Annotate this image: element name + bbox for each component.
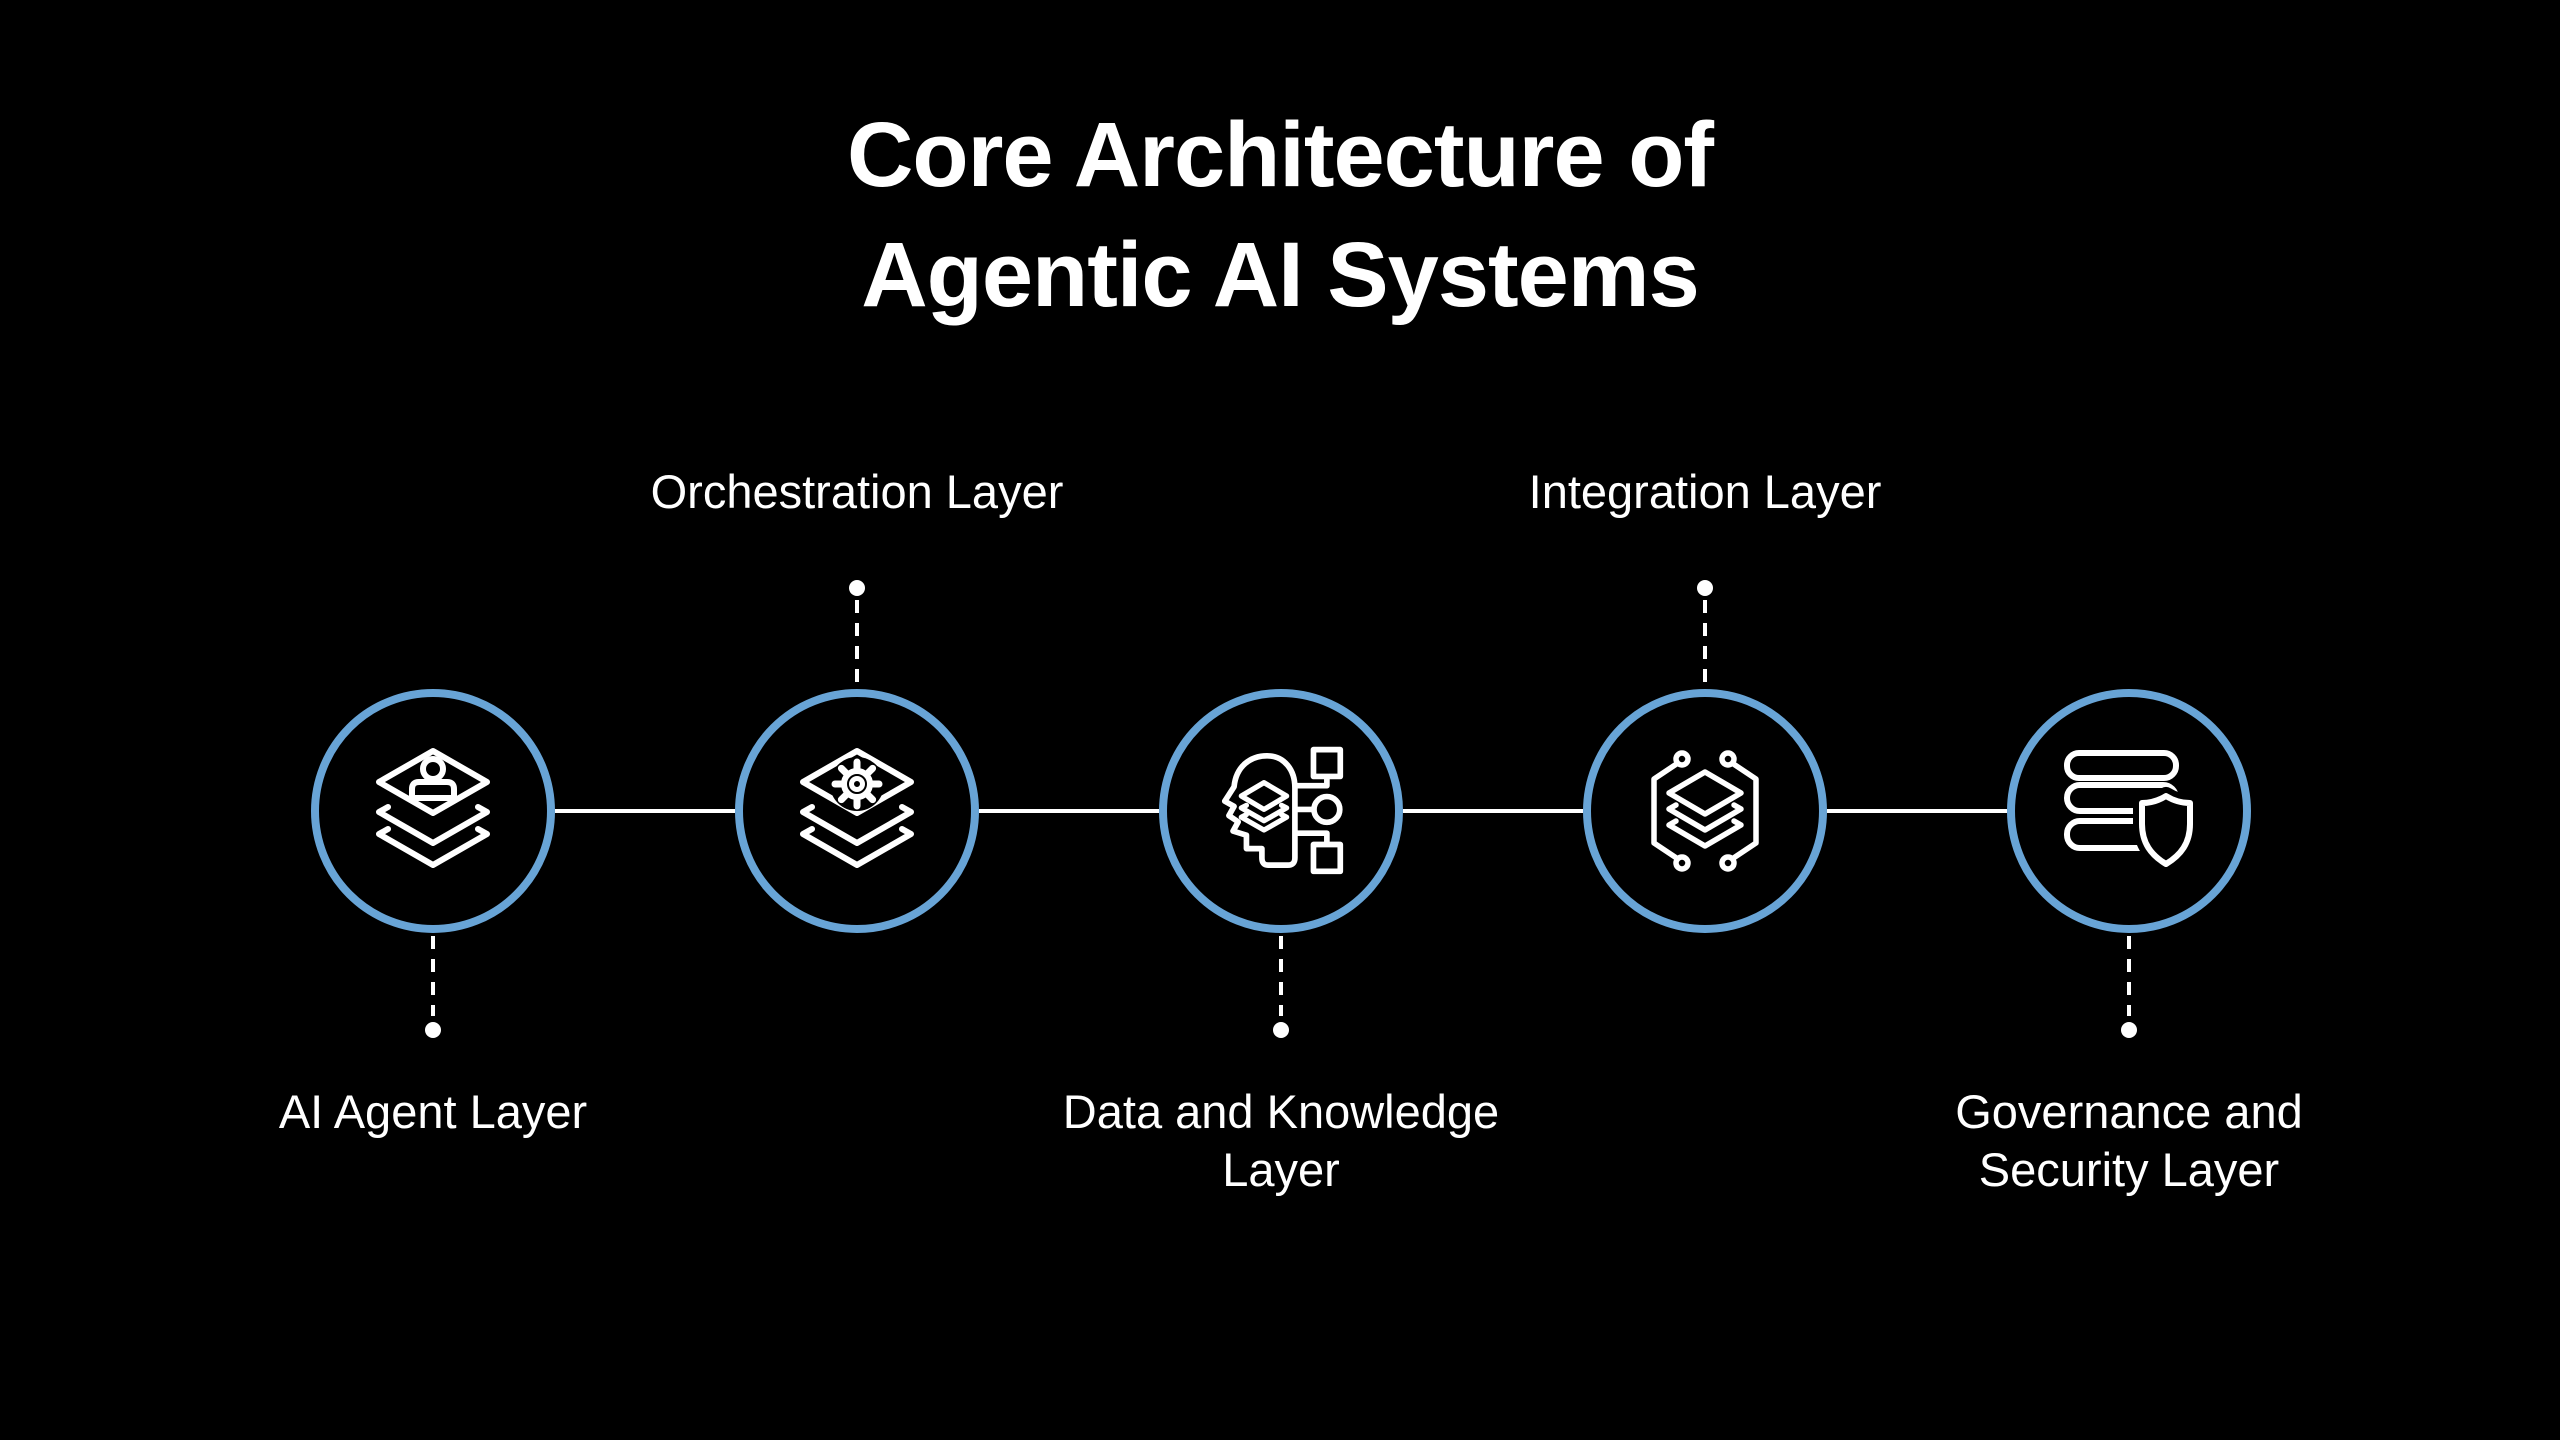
database-shield-icon [2064,750,2199,873]
node-label-line: AI Agent Layer [278,1085,588,1138]
node-circle-governance-security [2007,689,2251,933]
dashed-connector-data-knowledge [1279,936,1283,1016]
node-circle-data-knowledge [1159,689,1403,933]
node-circle-integration [1583,689,1827,933]
node-label-data-knowledge: Data and Knowledge Layer [1063,1083,1499,1199]
connector-dot-data-knowledge [1273,1022,1289,1038]
node-label-integration: Integration Layer [1529,463,1882,521]
horizontal-connector-1 [555,809,735,813]
node-label-line: Data and Knowledge [1062,1085,1500,1138]
node-label-line: Layer [1222,1143,1340,1196]
connector-dot-ai-agent [425,1022,441,1038]
layers-gear-icon [800,748,914,868]
connector-dot-governance-security [2121,1022,2137,1038]
horizontal-connector-4 [1827,809,2007,813]
node-label-line: Governance and [1955,1085,2303,1138]
layers-user-icon [376,748,490,868]
page-title: Core Architecture of Agentic AI Systems [0,95,2560,335]
horizontal-connector-2 [979,809,1159,813]
dashed-connector-orchestration [855,600,859,688]
node-label-ai-agent: AI Agent Layer [279,1083,587,1141]
dashed-connector-integration [1703,600,1707,688]
dashed-connector-governance-security [2127,936,2131,1016]
connector-dot-orchestration [849,580,865,596]
layers-network-icon [1651,749,1759,872]
node-label-orchestration: Orchestration Layer [651,463,1064,521]
head-flowchart-icon [1221,746,1343,874]
node-circle-ai-agent [311,689,555,933]
node-label-line: Security Layer [1978,1143,2280,1196]
connector-dot-integration [1697,580,1713,596]
page-title-line2: Agentic AI Systems [861,224,1700,326]
page-title-line1: Core Architecture of [846,104,1714,206]
dashed-connector-ai-agent [431,936,435,1016]
node-circle-orchestration [735,689,979,933]
node-label-line: Orchestration Layer [650,465,1064,518]
node-label-line: Integration Layer [1528,465,1882,518]
node-label-governance-security: Governance and Security Layer [1955,1083,2303,1199]
horizontal-connector-3 [1403,809,1583,813]
